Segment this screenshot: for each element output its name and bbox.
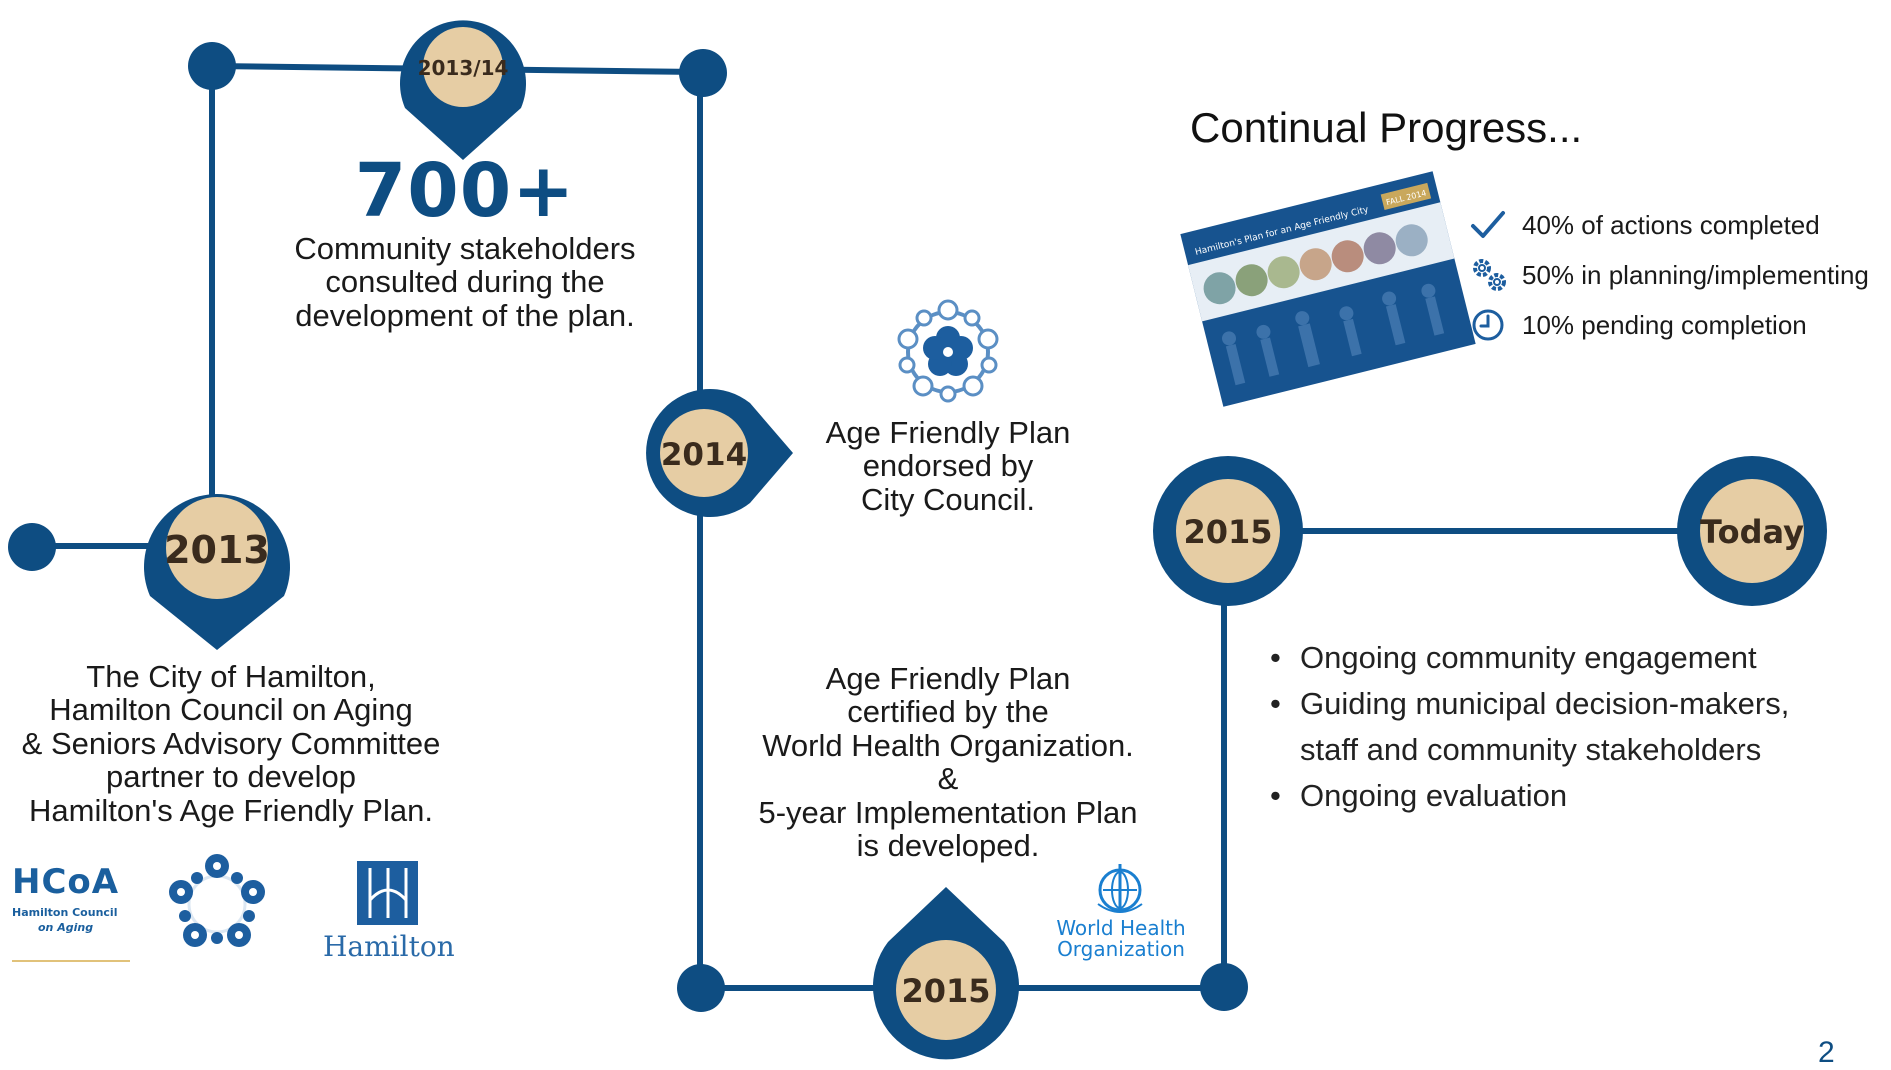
plan-report-cover: Hamilton's Plan for an Age Friendly City… xyxy=(1180,171,1476,407)
clock-icon xyxy=(1470,307,1514,343)
progress-list: 40% of actions completed 50% in planning… xyxy=(1470,200,1869,350)
endorsed-description: Age Friendly Plan endorsed by City Counc… xyxy=(778,415,1118,517)
text-line: & Seniors Advisory Committee xyxy=(21,725,441,761)
text-line: 5-year Implementation Plan xyxy=(758,794,1138,830)
text-line: staff and community stakeholders xyxy=(1300,732,1762,767)
hamilton-logo-text: Hamilton xyxy=(323,930,455,963)
text-line: Hamilton Council xyxy=(12,906,118,919)
text-line: development of the plan. xyxy=(295,297,635,333)
checkmark-icon xyxy=(1470,209,1514,241)
bullet-item: Ongoing community engagement xyxy=(1260,635,1789,681)
marker-label: 2013 xyxy=(164,528,270,572)
text-line: & xyxy=(937,761,959,797)
text-line: certified by the xyxy=(847,694,1049,730)
text-line: Community stakeholders xyxy=(294,230,636,266)
certified-description: Age Friendly Plan certified by the World… xyxy=(728,662,1168,863)
text-line: Hamilton Council on Aging xyxy=(49,692,413,728)
progress-item: 10% pending completion xyxy=(1470,300,1869,350)
text-line: partner to develop xyxy=(106,759,356,795)
who-logo-text: World Health Organization xyxy=(1055,918,1187,960)
text-line: Ongoing evaluation xyxy=(1300,778,1568,813)
who-emblem-icon xyxy=(1097,864,1143,913)
text-line: consulted during the xyxy=(325,264,605,300)
hcoa-logo: HCoA Hamilton Council on Aging xyxy=(12,862,130,962)
timeline-dot xyxy=(677,964,725,1012)
text-line: is developed. xyxy=(856,828,1040,864)
marker-label: 2013/14 xyxy=(418,56,509,80)
timeline-dot xyxy=(679,49,727,97)
progress-item: 50% in planning/implementing xyxy=(1470,250,1869,300)
marker-label: 2015 xyxy=(1183,513,1272,551)
timeline-dot xyxy=(1200,963,1248,1011)
page-number: 2 xyxy=(1818,1036,1835,1069)
cover-silhouettes xyxy=(1222,283,1445,386)
marker-2015-right: 2015 xyxy=(1153,456,1303,606)
marker-2013-14: 2013/14 xyxy=(400,20,527,161)
text-line: The City of Hamilton, xyxy=(86,659,376,694)
marker-today: Today xyxy=(1677,456,1827,606)
today-bullet-list: Ongoing community engagement Guiding mun… xyxy=(1260,635,1789,819)
text-line: World Health xyxy=(1056,916,1186,940)
text-line: Guiding municipal decision-makers, xyxy=(1300,686,1790,721)
marker-label: 2014 xyxy=(661,437,747,473)
age-friendly-flower-logo xyxy=(897,299,999,403)
partners-description: The City of Hamilton, Hamilton Council o… xyxy=(0,659,462,828)
marker-2014: 2014 xyxy=(646,389,793,517)
hcoa-name: Hamilton Council on Aging xyxy=(12,906,130,936)
text-line: Organization xyxy=(1057,937,1185,961)
marker-label: Today xyxy=(1700,513,1804,551)
bullet-item: Ongoing evaluation xyxy=(1260,773,1789,819)
progress-item-text: 10% pending completion xyxy=(1522,309,1807,340)
text-line: City Council. xyxy=(861,481,1035,517)
text-line: Ongoing community engagement xyxy=(1300,640,1757,675)
marker-2015-bottom: 2015 xyxy=(872,887,1019,1060)
hcoa-abbr: HCoA xyxy=(12,862,120,902)
text-line: on Aging xyxy=(38,920,94,934)
stakeholders-description: Community stakeholders consulted during … xyxy=(230,230,700,333)
text-line: World Health Organization. xyxy=(762,727,1134,763)
stakeholders-block: 700+ Community stakeholders consulted du… xyxy=(230,148,700,333)
cover-photo-strip xyxy=(1203,224,1428,305)
timeline-dot xyxy=(8,523,56,571)
bullet-item: Guiding municipal decision-makers, staff… xyxy=(1260,681,1789,773)
progress-heading: Continual Progress... xyxy=(1190,104,1583,151)
progress-item: 40% of actions completed xyxy=(1470,200,1869,250)
timeline-dots xyxy=(8,42,1248,1012)
marker-label: 2015 xyxy=(901,972,990,1010)
text-line: endorsed by xyxy=(862,448,1034,484)
text-line: Age Friendly Plan xyxy=(825,415,1071,450)
gears-icon xyxy=(1470,256,1514,294)
timeline-dot xyxy=(188,42,236,90)
progress-item-text: 40% of actions completed xyxy=(1522,209,1820,240)
hamilton-logo-icon xyxy=(357,861,418,925)
stakeholders-number: 700+ xyxy=(354,148,576,234)
seniors-advisory-committee-logo xyxy=(169,854,265,947)
progress-item-text: 50% in planning/implementing xyxy=(1522,259,1869,290)
text-line: Age Friendly Plan xyxy=(825,661,1071,696)
marker-2013: 2013 xyxy=(144,494,290,650)
text-line: Hamilton's Age Friendly Plan. xyxy=(29,792,433,828)
